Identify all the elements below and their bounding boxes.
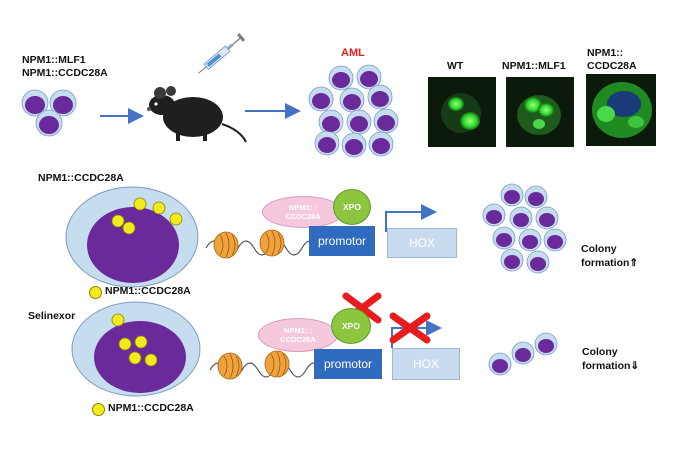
- row2-xpo: XPO: [331, 308, 371, 344]
- row1-legend-dot: [89, 286, 102, 299]
- aml-label: AML: [341, 47, 365, 59]
- panel-wt-label: WT: [447, 60, 464, 72]
- row2-colony-cluster: [488, 332, 558, 376]
- row2-hox: HOX: [392, 348, 460, 380]
- construct-label-2: NPM1::CCDC28A: [22, 67, 108, 79]
- microscopy-panel-mlf1: [506, 77, 574, 147]
- aml-cell-cluster: [308, 64, 399, 158]
- row2-promotor: promotor: [314, 349, 382, 379]
- microscopy-panel-ccdc28a: [586, 74, 656, 146]
- construct-label-1: NPM1::MLF1: [22, 54, 86, 66]
- row1-promotor: promotor: [309, 226, 375, 256]
- row1-legend-label: NPM1::CCDC28A: [105, 285, 191, 297]
- row1-hox: HOX: [387, 228, 457, 258]
- row1-cell: [65, 186, 199, 288]
- syringe-icon: [198, 33, 246, 74]
- row2-outcome-2: formation⇓: [582, 360, 640, 372]
- row1-outcome-1: Colony: [581, 243, 617, 255]
- row2-fusion-protein: NPM1: : CCDC28A: [258, 318, 338, 352]
- panel-ccdc28a-label-1: NPM1::: [587, 47, 624, 59]
- panel-mlf1-label: NPM1::MLF1: [502, 60, 566, 72]
- row1-fusion-line1: NPM1: :: [289, 203, 317, 212]
- row2-fusion-line1: NPM1: :: [284, 326, 312, 335]
- mouse-icon: [147, 86, 247, 143]
- row1-transcription-arrow: [385, 204, 437, 232]
- row2-fusion-line2: CCDC28A: [280, 335, 316, 344]
- row2-outcome-1: Colony: [582, 346, 618, 358]
- row1-chromatin: [205, 229, 317, 259]
- row1-title: NPM1::CCDC28A: [38, 172, 124, 184]
- row2-legend-dot: [92, 403, 105, 416]
- row1-fusion-protein: NPM1: : CCDC28A: [262, 196, 344, 228]
- row2-legend-label: NPM1::CCDC28A: [108, 402, 194, 414]
- row1-colony-cluster: [482, 183, 567, 274]
- row2-title: Selinexor: [28, 310, 76, 322]
- panel-ccdc28a-label-2: CCDC28A: [587, 60, 637, 72]
- inhibition-x-on-transcription: [389, 312, 431, 344]
- row2-cell: [71, 301, 201, 397]
- microscopy-panel-wt: [428, 77, 496, 147]
- row1-xpo: XPO: [333, 189, 371, 225]
- row1-fusion-line2: CCDC28A: [285, 212, 321, 221]
- row2-chromatin: [209, 350, 321, 380]
- input-cells-cluster: [21, 89, 77, 137]
- row1-outcome-2: formation⇑: [581, 257, 639, 269]
